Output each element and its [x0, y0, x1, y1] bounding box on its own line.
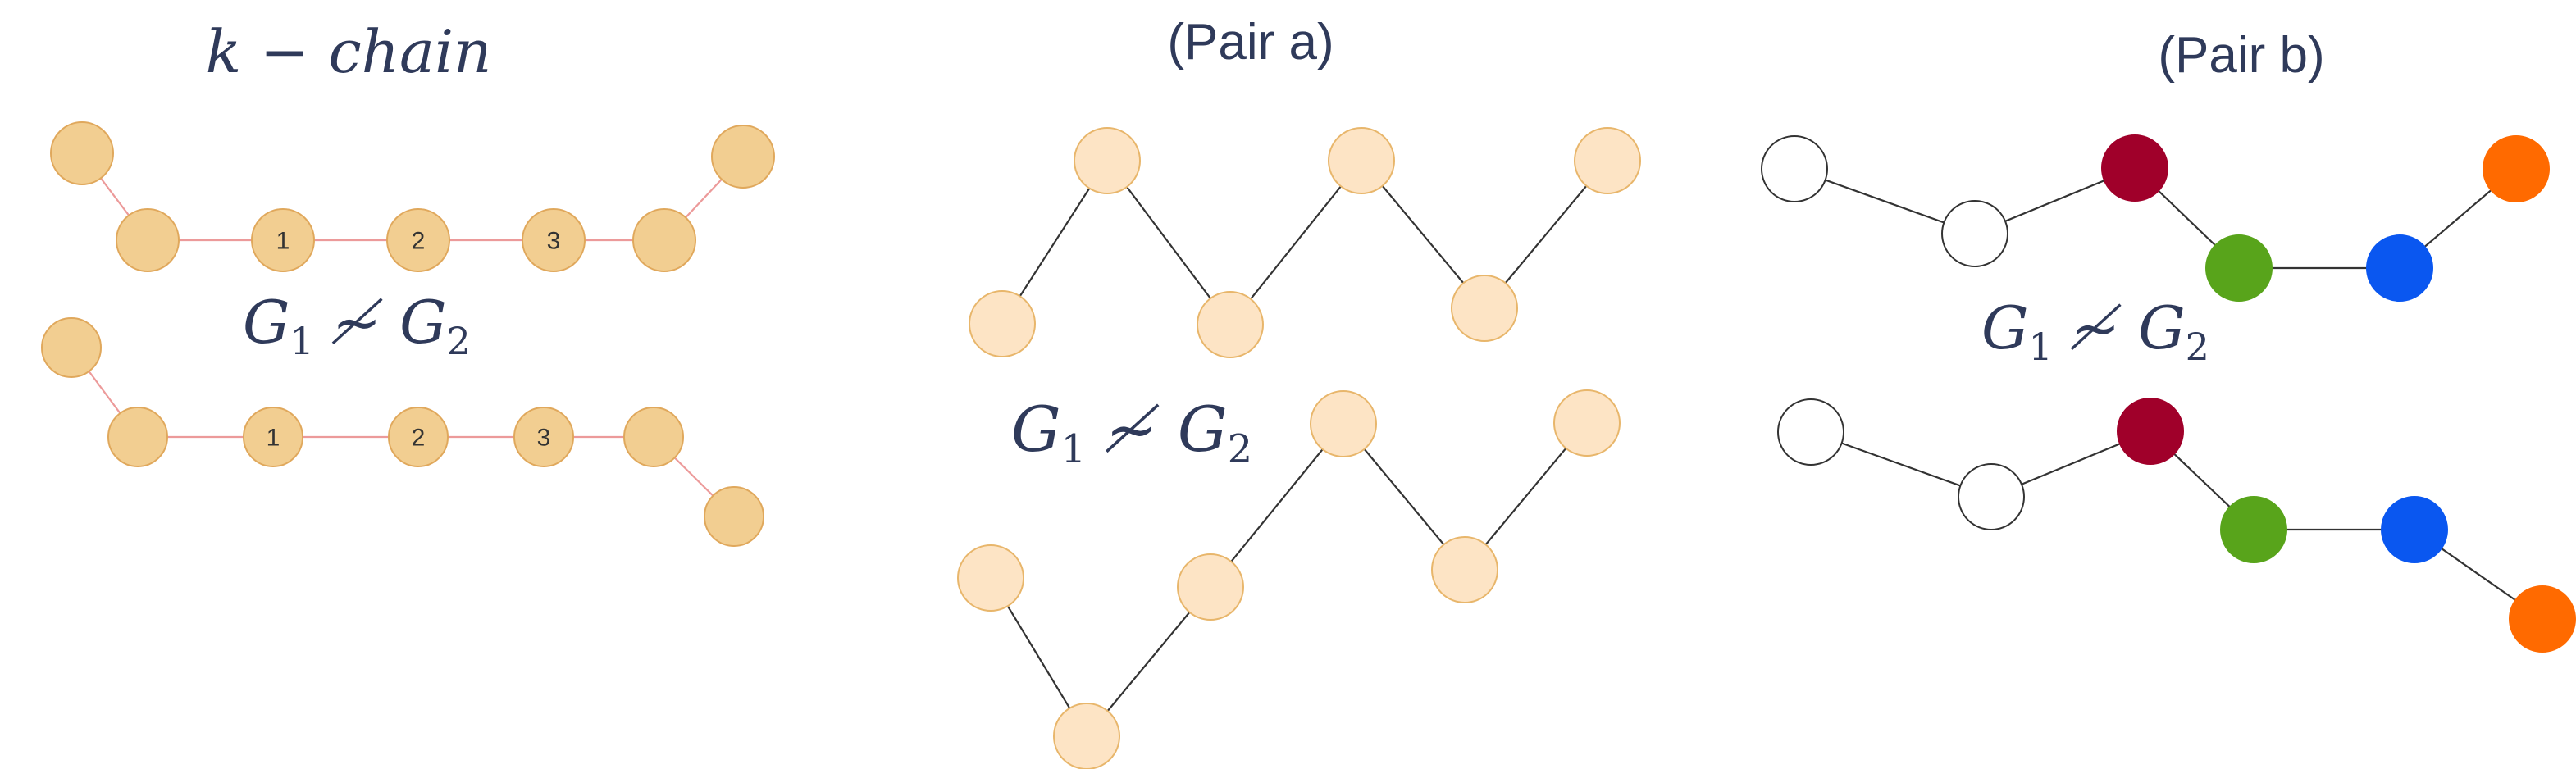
- kchain-graph2-node-4-label: 2: [412, 425, 426, 452]
- pair-a-title: (Pair a): [1167, 14, 1334, 71]
- g1-letter: G: [243, 288, 290, 357]
- kchain-graph1-node-3-label: 1: [276, 228, 290, 255]
- g2-subscript: 2: [447, 319, 471, 363]
- kchain-title: k − chain: [206, 17, 492, 86]
- pair-a-graph1-node-1: [969, 290, 1036, 357]
- g1-subscript: 1: [290, 319, 314, 363]
- pair-b-graph1-node-5: [2366, 234, 2433, 302]
- pair-b-graph1-node-4: [2205, 234, 2273, 302]
- relation-label-kchain: G1≁G2: [243, 288, 471, 363]
- pair-a-graph1-edge-3: [1229, 160, 1362, 325]
- g1-letter: G: [1981, 293, 2029, 362]
- relation-label-pair-b: G1≁G2: [1981, 293, 2209, 369]
- pair-a-graph2-node-6: [1553, 389, 1621, 457]
- kchain-graph2-node-2: [107, 407, 168, 467]
- kchain-graph1-node-3: [251, 208, 315, 272]
- pair-a-graph1-node-4: [1328, 127, 1395, 194]
- kchain-graph2-node-3-label: 1: [267, 425, 280, 452]
- pair-a-graph2-node-5: [1431, 536, 1498, 603]
- nodes-layer: 1 2 3 1 2 3: [41, 121, 2576, 769]
- not-similar-symbol: ≁: [1106, 393, 1160, 466]
- kchain-graph2-node-4: [388, 407, 449, 467]
- g2-subscript: 2: [1228, 426, 1253, 472]
- pair-b-graph2-node-5: [2381, 496, 2448, 563]
- not-similar-symbol: ≁: [331, 288, 383, 357]
- kchain-graph2-node-1: [41, 317, 102, 378]
- pair-a-graph2-node-4: [1310, 390, 1377, 457]
- g1-letter: G: [1011, 393, 1061, 466]
- kchain-graph1-node-5-label: 3: [547, 228, 561, 255]
- pair-b-title: (Pair b): [2158, 27, 2324, 84]
- pair-a-graph1-node-5: [1451, 275, 1518, 342]
- kchain-graph2-node-6: [623, 407, 684, 467]
- pair-a-graph2-edge-3: [1210, 423, 1344, 588]
- kchain-graph1-node-1: [50, 121, 114, 185]
- pair-a-graph1-node-3: [1197, 291, 1264, 358]
- not-similar-symbol: ≁: [2070, 293, 2122, 362]
- g1-subscript: 1: [2029, 325, 2053, 369]
- pair-b-graph2-node-2: [1958, 463, 2025, 530]
- pair-b-graph1-node-1: [1761, 135, 1828, 202]
- pair-a-graph2-node-3: [1177, 553, 1244, 621]
- pair-b-graph1-node-2: [1941, 200, 2008, 267]
- g2-letter: G: [1178, 393, 1228, 466]
- pair-b-graph2-node-3: [2117, 398, 2184, 465]
- g2-letter: G: [399, 288, 447, 357]
- pair-a-graph2-node-2: [1053, 703, 1120, 769]
- pair-b-graph2-node-1: [1777, 398, 1844, 466]
- kchain-graph1-node-4-label: 2: [412, 228, 426, 255]
- g2-letter: G: [2138, 293, 2186, 362]
- pair-b-graph1-node-6: [2483, 135, 2550, 202]
- pair-a-graph1-node-6: [1574, 127, 1641, 194]
- pair-b-graph2-node-4: [2220, 496, 2287, 563]
- kchain-graph1-node-7: [711, 125, 775, 189]
- pair-b-graph2-node-6: [2509, 585, 2576, 653]
- kchain-graph1-node-5: [522, 208, 586, 272]
- kchain-graph2-node-5: [513, 407, 574, 467]
- pair-a-graph2-node-1: [957, 544, 1024, 612]
- g2-subscript: 2: [2186, 325, 2209, 369]
- kchain-graph1-node-2: [116, 208, 180, 272]
- kchain-graph2-node-3: [243, 407, 303, 467]
- pair-b-graph1-node-3: [2101, 134, 2168, 202]
- kchain-graph2-node-7: [704, 486, 764, 547]
- kchain-graph1-node-6: [632, 208, 696, 272]
- pair-a-graph1-edge-2: [1106, 160, 1231, 325]
- relation-label-pair-a: G1≁G2: [1011, 393, 1252, 472]
- pair-a-graph1-node-2: [1074, 127, 1141, 194]
- g1-subscript: 1: [1061, 426, 1087, 472]
- kchain-graph2-node-5-label: 3: [537, 425, 551, 452]
- kchain-graph1-node-4: [386, 208, 450, 272]
